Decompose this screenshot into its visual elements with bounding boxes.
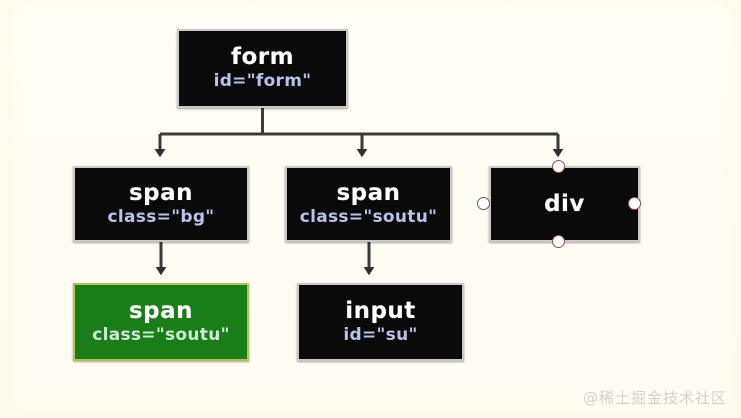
selection-handle-top[interactable] xyxy=(552,160,565,173)
selection-handle-left[interactable] xyxy=(477,197,490,210)
node-span-bg[interactable]: span class="bg" xyxy=(73,166,249,242)
selection-handle-right[interactable] xyxy=(628,197,641,210)
node-input-su-tag: input xyxy=(345,297,416,324)
node-span-soutu-highlighted[interactable]: span class="soutu" xyxy=(73,283,249,361)
node-div-tag: div xyxy=(544,190,585,217)
node-form[interactable]: form id="form" xyxy=(177,29,348,108)
node-form-tag: form xyxy=(230,44,295,71)
node-span-soutu-highlighted-tag: span xyxy=(128,297,194,324)
node-input-su[interactable]: input id="su" xyxy=(297,283,464,361)
node-span-soutu-tag: span xyxy=(336,179,401,206)
node-form-attr: id="form" xyxy=(213,71,312,92)
node-div[interactable]: div xyxy=(489,166,640,242)
selection-handle-bottom[interactable] xyxy=(552,235,565,248)
node-input-su-attr: id="su" xyxy=(343,324,418,345)
node-span-soutu-highlighted-attr: class="soutu" xyxy=(92,324,230,345)
node-span-bg-attr: class="bg" xyxy=(107,206,215,227)
node-span-soutu-attr: class="soutu" xyxy=(299,206,438,227)
watermark: @稀土掘金技术社区 xyxy=(582,389,727,407)
node-span-soutu[interactable]: span class="soutu" xyxy=(285,166,452,242)
node-span-bg-tag: span xyxy=(128,179,194,206)
